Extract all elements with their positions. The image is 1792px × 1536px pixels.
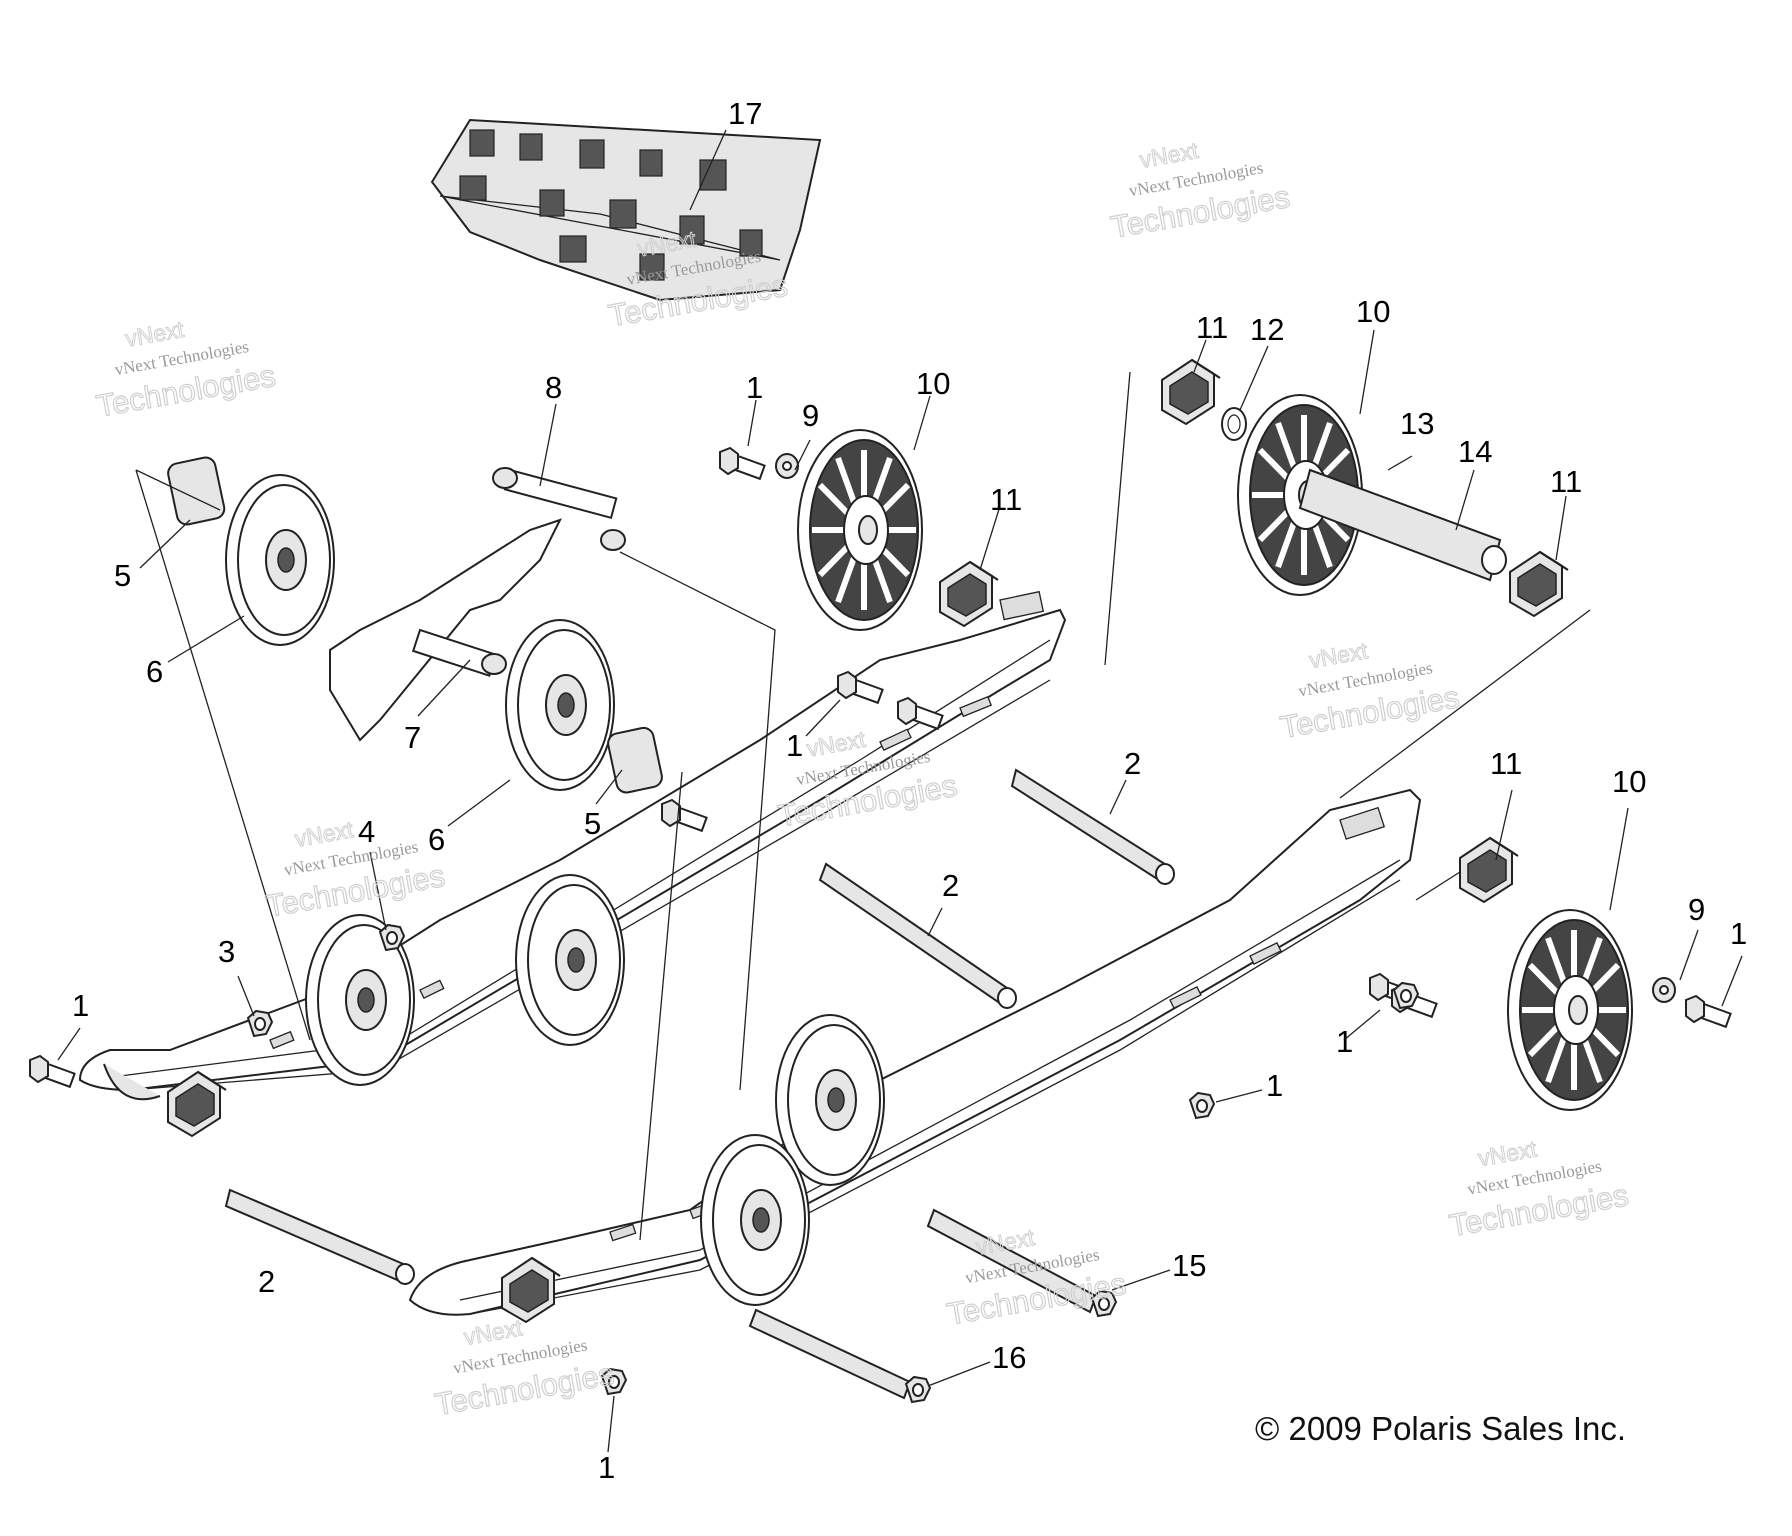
callout-2: 2 [942,868,959,903]
callout-1: 1 [1336,1024,1353,1059]
part-11-cap-c [1509,551,1569,617]
callout-10: 10 [1612,764,1646,799]
part-1-bolt-b [719,447,766,480]
part-17-slide-pad [430,118,822,302]
callout-9: 9 [802,398,819,433]
svg-text:vNext: vNext [1307,637,1370,673]
svg-text:vNext: vNext [974,1224,1037,1260]
part-9-washer-a [775,453,799,479]
callout-13: 13 [1400,406,1434,441]
right-rail [408,788,1422,1316]
callout-labels: 17 8 1 9 10 11 12 10 13 14 11 11 5 6 7 1… [72,96,1747,1485]
copyright-notice: © 2009 Polaris Sales Inc. [1255,1410,1627,1447]
watermark-i: vNext vNext Technologies Technologies [1446,1135,1631,1244]
callout-6: 6 [428,822,445,857]
callout-1: 1 [1730,916,1747,951]
callout-5: 5 [584,806,601,841]
part-6-wheel-upper [225,474,335,646]
callout-9: 9 [1688,892,1705,927]
leader-lines [57,129,1743,1453]
part-2-shaft-c [224,1188,415,1285]
callout-17: 17 [728,96,762,131]
callout-8: 8 [545,370,562,405]
callout-2: 2 [1124,746,1141,781]
part-14-axle [1298,468,1507,582]
part-2-shaft-a [1010,768,1175,885]
callout-7: 7 [404,720,421,755]
callout-11: 11 [1196,310,1228,345]
callout-11: 11 [1550,464,1582,499]
callout-16: 16 [992,1340,1026,1375]
callout-1: 1 [598,1450,615,1485]
part-15-long-bolt [926,1208,1117,1317]
svg-text:vNext: vNext [1138,137,1201,173]
callout-4: 4 [358,814,375,849]
callout-15: 15 [1172,1248,1206,1283]
part-8-bogie-arm [329,467,626,742]
watermark-d: vNext vNext Technologies Technologies [263,816,448,925]
watermark-c: vNext vNext Technologies Technologies [1108,137,1293,246]
assembly-guide-lines [135,371,1591,1241]
callout-1: 1 [1266,1068,1283,1103]
callout-10: 10 [916,366,950,401]
part-6-wheel-lower [505,619,615,791]
part-5-spacer-upper [167,456,226,526]
part-1-nut-a [1189,1092,1215,1119]
part-12-ring [1221,407,1247,441]
callout-14: 14 [1458,434,1492,469]
watermark-group: vNext vNext Technologies Technologies vN… [93,137,1631,1423]
part-10-wheel-c [1508,910,1632,1110]
part-10-wheel-a [798,430,922,630]
part-5-spacer-lower [607,726,663,794]
callout-10: 10 [1356,294,1390,329]
svg-text:vNext: vNext [1476,1135,1539,1171]
svg-text:vNext: vNext [123,316,186,352]
part-11-cap-b [939,561,999,627]
rail-wheel-right-mid [700,1134,810,1306]
svg-text:vNext: vNext [462,1314,525,1350]
part-16-long-bolt [748,1308,931,1403]
callout-2: 2 [258,1264,275,1299]
callout-1: 1 [72,988,89,1023]
part-11-cap-d [1459,837,1519,903]
callout-11: 11 [990,482,1022,517]
callout-1: 1 [746,370,763,405]
callout-5: 5 [114,558,131,593]
callout-6: 6 [146,654,163,689]
watermark-f: vNext vNext Technologies Technologies [1277,637,1462,746]
callout-1: 1 [786,728,803,763]
callout-11: 11 [1490,746,1522,781]
svg-text:vNext: vNext [293,816,356,852]
part-9-washer-b [1652,977,1676,1003]
callout-3: 3 [218,934,235,969]
callout-12: 12 [1250,312,1284,347]
rail-wheel-left-mid [515,874,625,1046]
part-2-shaft-b [818,862,1017,1009]
part-11-cap-a [1161,359,1221,425]
part-1-bolt-a [29,1055,76,1088]
watermark-g: vNext vNext Technologies Technologies [432,1314,617,1423]
watermark-a: vNext vNext Technologies Technologies [93,315,278,424]
